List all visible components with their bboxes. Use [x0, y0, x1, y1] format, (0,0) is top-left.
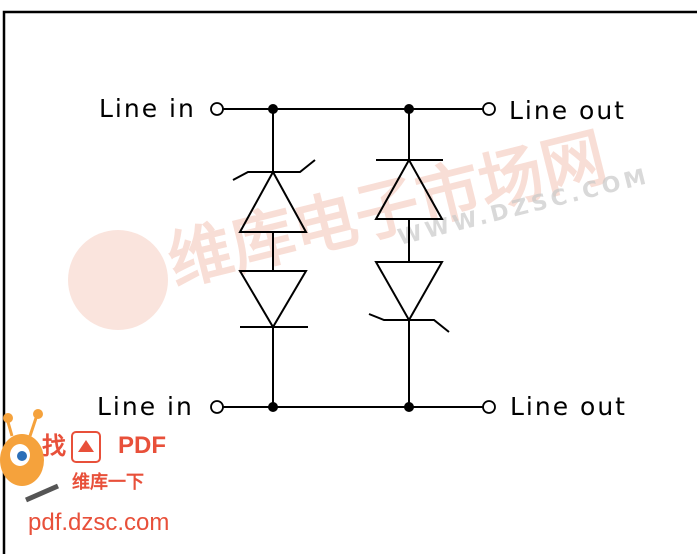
label-line-out-bottom: Line out — [510, 392, 627, 421]
label-line-out-top: Line out — [509, 96, 626, 125]
terminal-bottom-left — [210, 400, 224, 414]
junction-bottom-right — [404, 402, 414, 412]
junction-top-left — [268, 104, 278, 114]
logo-pdf-text: PDF — [118, 432, 166, 459]
terminal-top-right — [482, 102, 496, 116]
terminal-top-left — [210, 102, 224, 116]
logo-find-text: 找 — [42, 432, 66, 460]
watermark: 维库电子市场网 WWW.DZSC.COM — [68, 120, 652, 330]
junction-top-right — [404, 104, 414, 114]
logo-url-text: pdf.dzsc.com — [28, 509, 169, 536]
label-line-in-top: Line in — [99, 94, 196, 123]
corner-logo: 找 PDF 维库一下 pdf.dzsc.com — [0, 409, 169, 536]
drawing-border — [2, 10, 697, 554]
label-line-in-bottom: Line in — [97, 392, 194, 421]
right-branch — [368, 109, 450, 407]
diode-triangle — [374, 261, 444, 323]
diode-triangle — [238, 270, 308, 329]
mascot-icon — [0, 409, 60, 503]
junction-bottom-left — [268, 402, 278, 412]
left-branch — [232, 109, 316, 407]
pdf-icon — [71, 431, 101, 463]
watermark-logo-icon — [68, 230, 168, 330]
terminal-bottom-right — [482, 400, 496, 414]
logo-sub-text: 维库一下 — [72, 471, 144, 493]
